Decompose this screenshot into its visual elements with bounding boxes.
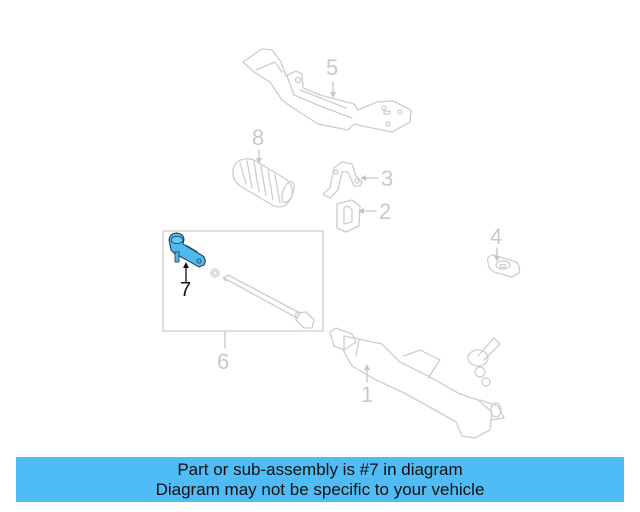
banner-part-note: Part or sub-assembly is #7 in diagram [177, 460, 463, 479]
callout-1[interactable]: 1 [361, 382, 374, 407]
outer-tie-rod-end-part-7-highlighted [168, 232, 206, 283]
bushing-part-2 [336, 199, 361, 233]
callout-5[interactable]: 5 [326, 55, 339, 80]
callout-2[interactable]: 2 [379, 199, 392, 224]
clamp-part-3 [322, 161, 363, 199]
inner-tie-rod-part-6 [162, 230, 324, 332]
leader-lines [224, 81, 498, 383]
callout-6[interactable]: 6 [217, 349, 230, 374]
callout-4[interactable]: 4 [490, 224, 503, 249]
callout-7-selected[interactable]: 7 [180, 279, 192, 301]
steering-rack-part-1 [329, 327, 505, 439]
info-banner: Part or sub-assembly is #7 in diagram Di… [16, 457, 624, 502]
callout-3[interactable]: 3 [381, 166, 394, 191]
banner-disclaimer: Diagram may not be specific to your vehi… [155, 480, 485, 499]
boot-part-8 [232, 158, 295, 208]
crossmember-bracket-part-5 [242, 48, 412, 133]
callout-8[interactable]: 8 [252, 125, 265, 150]
mount-part-4 [486, 254, 521, 278]
